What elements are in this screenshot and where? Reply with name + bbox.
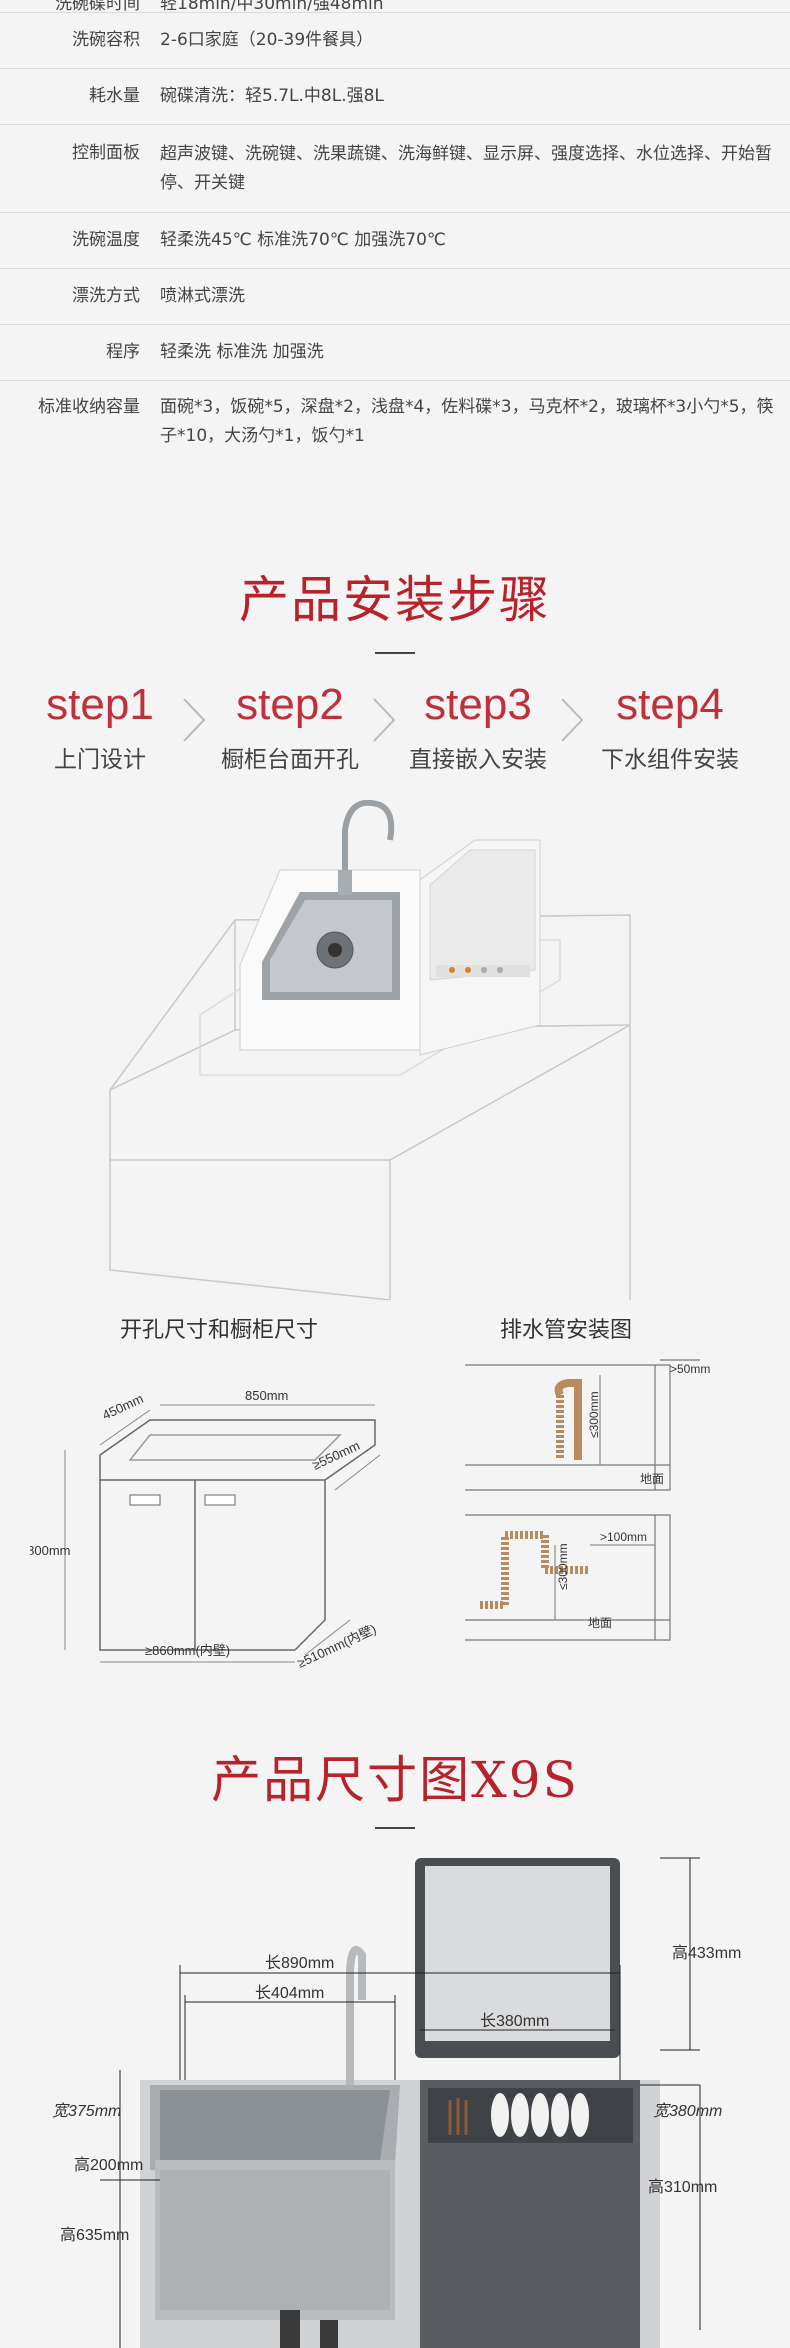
- drain-le300a: ≤300mm: [587, 1391, 601, 1438]
- dim-l380: 长380mm: [480, 2012, 549, 2030]
- spec-value: 超声波键、洗碗键、洗果蔬键、洗海鲜键、显示屏、强度选择、水位选择、开始暂停、开关…: [160, 143, 772, 193]
- dim-h200: 高200mm: [74, 2156, 143, 2174]
- cabinet-dimension-diagram: 450mm 850mm ≥800mm ≥550mm ≥860mm(内壁) ≥51…: [30, 1388, 381, 1670]
- step-1: step1 上门设计: [10, 680, 190, 774]
- dim-h635: 高635mm: [60, 2226, 129, 2244]
- cabinet-caption: 开孔尺寸和橱柜尺寸: [120, 1318, 319, 1343]
- spec-value: 面碗*3，饭碗*5，深盘*2，浅盘*4，佐料碟*3，马克杯*2，玻璃杯*3小勺*…: [160, 397, 774, 446]
- title-underline: [375, 652, 415, 654]
- spec-row-time: 洗碗碟时间 轻18min/中30min/强48min: [0, 0, 790, 14]
- spec-key: 洗碗温度: [72, 230, 140, 250]
- spec-value: 轻柔洗45℃ 标准洗70℃ 加强洗70℃: [160, 230, 446, 250]
- install-title: 产品安装步骤: [239, 571, 551, 629]
- step-desc: 下水组件安装: [601, 747, 739, 773]
- spec-value: 喷淋式漂洗: [160, 286, 245, 306]
- step-3: step3 直接嵌入安装: [388, 680, 568, 774]
- drain-pipe-diagram: >50mm ≤300mm 地面 >100mm ≤300mm 地面: [465, 1359, 710, 1641]
- spec-key: 耗水量: [89, 86, 140, 106]
- spec-value: 轻18min/中30min/强48min: [160, 0, 384, 14]
- drain-ground-b: 地面: [588, 1616, 612, 1630]
- spec-value: 碗碟清洗：轻5.7L.中8L.强8L: [160, 86, 384, 106]
- dim-l890: 长890mm: [265, 1954, 334, 1972]
- dim-h310: 高310mm: [648, 2178, 717, 2196]
- spec-row-water: 耗水量 碗碟清洗：轻5.7L.中8L.强8L: [0, 69, 790, 125]
- spec-row-rinse: 漂洗方式 喷淋式漂洗: [0, 269, 790, 325]
- cab-d510: ≥510mm(内壁): [295, 1621, 379, 1670]
- dim-h433: 高433mm: [672, 1944, 741, 1962]
- dims-title: 产品尺寸图X9S: [211, 1751, 579, 1809]
- chevron-right-icon: [373, 698, 396, 742]
- dim-w375: 宽375mm: [52, 2102, 121, 2120]
- dim-l404: 长404mm: [255, 1984, 324, 2002]
- step-number: step3: [424, 680, 532, 729]
- title-underline: [375, 1827, 415, 1829]
- spec-key: 洗碗容积: [72, 30, 140, 50]
- spec-row-panel: 控制面板 超声波键、洗碗键、洗果蔬键、洗海鲜键、显示屏、强度选择、水位选择、开始…: [0, 125, 790, 213]
- dim-w380: 宽380mm: [653, 2102, 722, 2120]
- drain-gt100: >100mm: [600, 1530, 647, 1544]
- drain-caption: 排水管安装图: [500, 1318, 633, 1343]
- step-2: step2 橱柜台面开孔: [200, 680, 380, 774]
- spec-key: 标准收纳容量: [38, 397, 140, 417]
- spec-value: 轻柔洗 标准洗 加强洗: [160, 342, 324, 362]
- cab-h800: ≥800mm: [30, 1543, 70, 1558]
- step-number: step2: [236, 680, 344, 729]
- step-desc: 橱柜台面开孔: [221, 747, 359, 773]
- chevron-right-icon: [561, 698, 584, 742]
- cab-w860: ≥860mm(内壁): [145, 1643, 230, 1658]
- cab-w850: 850mm: [245, 1388, 288, 1403]
- drain-gt50: >50mm: [670, 1362, 710, 1376]
- drain-ground-a: 地面: [640, 1472, 664, 1486]
- spec-key: 程序: [106, 342, 140, 362]
- step-number: step1: [46, 680, 154, 729]
- spec-row-capacity: 标准收纳容量 面碗*3，饭碗*5，深盘*2，浅盘*4，佐料碟*3，马克杯*2，玻…: [0, 381, 790, 463]
- chevron-right-icon: [183, 698, 206, 742]
- spec-value: 2-6口家庭（20-39件餐具）: [160, 30, 374, 50]
- product-dimension-diagram: 长890mm 长404mm 长380mm 高433mm 宽375mm 宽380m…: [52, 1857, 741, 2348]
- spec-row-program: 程序 轻柔洗 标准洗 加强洗: [0, 325, 790, 381]
- step-desc: 直接嵌入安装: [409, 747, 547, 773]
- spec-row-volume: 洗碗容积 2-6口家庭（20-39件餐具）: [0, 13, 790, 69]
- spec-row-temp: 洗碗温度 轻柔洗45℃ 标准洗70℃ 加强洗70℃: [0, 213, 790, 269]
- step-desc: 上门设计: [54, 747, 146, 773]
- step-4: step4 下水组件安装: [580, 680, 760, 774]
- spec-key: 漂洗方式: [72, 286, 140, 306]
- drain-le300b: ≤300mm: [556, 1543, 570, 1590]
- spec-key: 控制面板: [72, 143, 140, 163]
- step-number: step4: [616, 680, 724, 729]
- spec-key: 洗碗碟时间: [55, 0, 140, 14]
- install-illustration: [109, 800, 631, 1300]
- cab-d550: ≥550mm: [310, 1438, 362, 1473]
- spec-table: 洗碗碟时间 轻18min/中30min/强48min 洗碗容积 2-6口家庭（2…: [0, 0, 790, 463]
